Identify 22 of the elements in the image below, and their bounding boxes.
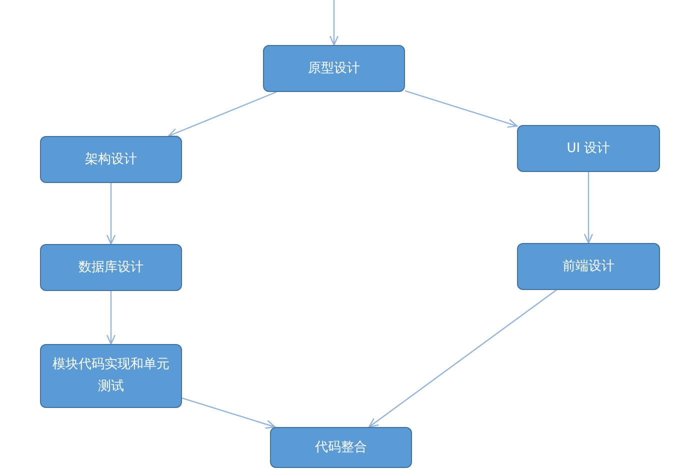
box-label: 数据库设计	[78, 258, 144, 276]
arrow	[106, 183, 116, 245]
box-label: 代码整合	[315, 438, 367, 456]
process-box	[517, 125, 660, 172]
box-label: 模块代码实现和单元测试	[52, 356, 170, 396]
box-label: 前端设计	[562, 258, 614, 276]
arrow	[329, 0, 339, 46]
box-label: 架构设计	[85, 150, 137, 168]
process-box	[270, 427, 412, 468]
process-box	[263, 45, 405, 92]
process-box	[40, 344, 182, 408]
process-box	[517, 243, 660, 290]
arrow	[584, 172, 594, 244]
box-label: UI 设计	[566, 140, 610, 158]
arrow	[106, 291, 116, 345]
arrow	[404, 90, 518, 128]
process-box	[40, 136, 182, 183]
process-box	[40, 244, 182, 291]
box-label: 原型设计	[308, 60, 360, 78]
arrow	[168, 91, 277, 137]
arrow	[368, 290, 557, 428]
arrow	[182, 398, 276, 429]
